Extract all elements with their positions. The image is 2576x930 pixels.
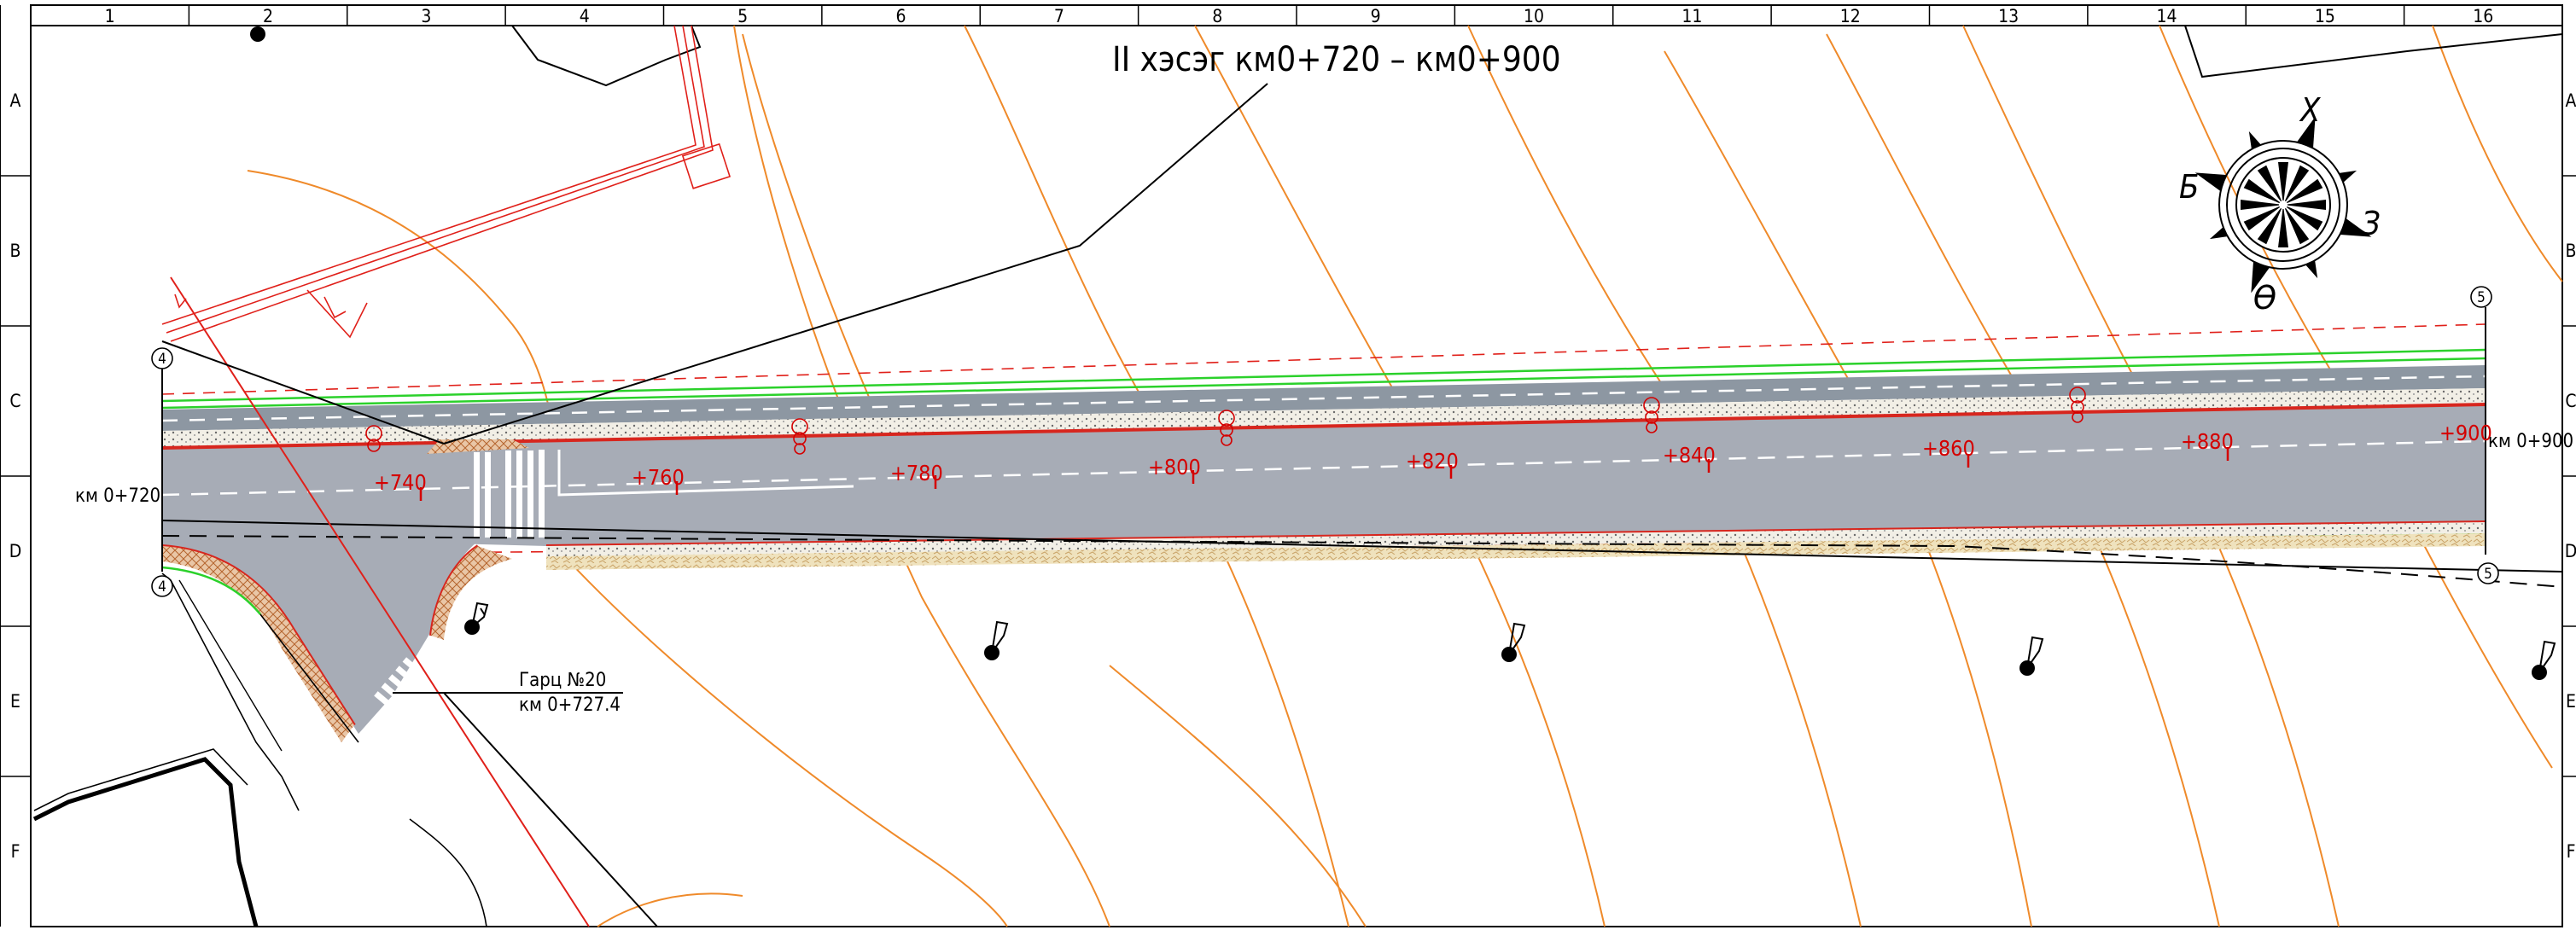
grid-column-label: 9 xyxy=(1371,6,1381,26)
drawing-title: II хэсэг км0+720 – км0+900 xyxy=(1112,40,1561,79)
grid-column-label: 11 xyxy=(1681,6,1702,26)
grid-column-label: 10 xyxy=(1524,6,1544,26)
compass-rose: Х Б З Ө xyxy=(2179,91,2381,317)
grid-column-label: 14 xyxy=(2157,6,2177,26)
station-label: +880 xyxy=(2181,429,2234,454)
grid-row-label: D xyxy=(2565,541,2576,561)
section-markers: 4 4 5 5 xyxy=(151,286,2499,597)
grid-column-label: 16 xyxy=(2473,6,2493,26)
grid-row-label: E xyxy=(10,691,20,712)
pedestrian-crossing-main xyxy=(474,450,545,538)
grid-lines xyxy=(0,5,2576,927)
grid-row-labels: A A B B C C D D E E F F xyxy=(9,90,2576,862)
road xyxy=(161,323,2563,811)
station-label: +900 xyxy=(2439,421,2492,445)
station-label: +760 xyxy=(632,465,685,490)
section-marker-end-bottom: 5 xyxy=(2484,566,2492,583)
grid-column-label: 3 xyxy=(421,6,431,26)
grid-row-label: B xyxy=(10,241,21,261)
lamp-posts xyxy=(250,26,2556,680)
grid-row-label: F xyxy=(11,841,20,862)
section-marker-start-bottom: 4 xyxy=(158,578,166,596)
leader-lines xyxy=(161,83,2486,927)
compass-south: Ө xyxy=(2253,279,2276,317)
station-label: +800 xyxy=(1148,455,1201,480)
utility-red-lines xyxy=(161,25,731,342)
chainage-start-label: км 0+720 xyxy=(75,485,160,507)
station-label: +780 xyxy=(890,461,943,485)
marker-circles xyxy=(365,387,2086,455)
station-label: +820 xyxy=(1406,449,1459,474)
grid-column-label: 6 xyxy=(896,6,906,26)
station-label: +860 xyxy=(1922,436,1975,461)
grid-row-label: E xyxy=(2566,691,2576,712)
chainage-end-label: км 0+900 xyxy=(2488,431,2573,452)
compass-west: Б xyxy=(2179,168,2199,206)
station-ticks xyxy=(419,447,2229,501)
buildings-bottom xyxy=(32,748,487,927)
grid-row-label: C xyxy=(2565,391,2576,411)
grid-column-label: 2 xyxy=(263,6,273,26)
grid-row-label: D xyxy=(9,541,22,561)
survey-line xyxy=(170,276,590,927)
grid-column-label: 4 xyxy=(580,6,590,26)
grid-column-label: 15 xyxy=(2315,6,2335,26)
grid-column-label: 8 xyxy=(1212,6,1222,26)
section-marker-start-top: 4 xyxy=(158,351,166,368)
station-labels: +740 +760 +780 +800 +820 +840 +860 +880 … xyxy=(374,421,2492,495)
grid-column-label: 12 xyxy=(1840,6,1861,26)
grid-row-label: A xyxy=(2566,90,2576,111)
grid-row-label: F xyxy=(2567,841,2576,862)
compass-east: З xyxy=(2362,205,2381,242)
grid-row-label: C xyxy=(9,391,20,411)
crossing-name: Гарц №20 xyxy=(519,670,606,691)
grid-column-label: 5 xyxy=(737,6,748,26)
buildings-top xyxy=(511,25,2563,87)
grid-row-label: A xyxy=(10,90,21,111)
station-label: +740 xyxy=(374,470,427,495)
section-marker-end-top: 5 xyxy=(2477,289,2486,306)
station-label: +840 xyxy=(1663,443,1716,468)
grid-column-label: 1 xyxy=(105,6,115,26)
grid-column-label: 13 xyxy=(1998,6,2019,26)
crossing-station: км 0+727.4 xyxy=(519,695,621,716)
grid-row-label: B xyxy=(2566,241,2576,261)
compass-north: Х xyxy=(2299,91,2322,129)
grid-column-label: 7 xyxy=(1054,6,1064,26)
pedestrian-crossing-side xyxy=(374,657,452,735)
